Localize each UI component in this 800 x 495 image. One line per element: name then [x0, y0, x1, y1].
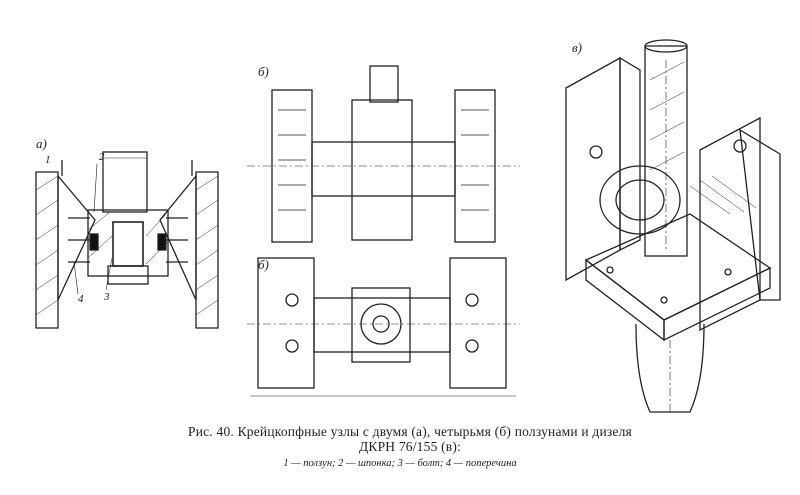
- callout-2: 2: [99, 151, 105, 163]
- drawing-c-dkrn-crosshead: [565, 39, 781, 413]
- caption-line-1: Рис. 40. Крейцкопфные узлы с двумя (а), …: [188, 424, 632, 439]
- figure-caption: Рис. 40. Крейцкопфные узлы с двумя (а), …: [130, 424, 690, 454]
- panel-label-c: в): [572, 40, 582, 55]
- callout-3: 3: [104, 291, 110, 303]
- callout-1: 1: [45, 154, 51, 166]
- drawing-a-two-sliders: [35, 151, 219, 329]
- callout-4: 4: [78, 293, 84, 305]
- caption-line-2: ДКРН 76/155 (в):: [358, 439, 462, 454]
- hatching-c: [649, 61, 757, 215]
- figure-legend: 1 — ползун; 2 — шпонка; 3 — болт; 4 — по…: [283, 458, 517, 469]
- hatching-a: [35, 175, 219, 316]
- technical-drawing: [35, 39, 781, 413]
- panel-label-a: а): [36, 136, 47, 151]
- drawing-b-four-sliders: [247, 65, 520, 397]
- panel-label-b-bottom: б): [258, 257, 269, 272]
- panel-label-b-top: б): [258, 64, 269, 79]
